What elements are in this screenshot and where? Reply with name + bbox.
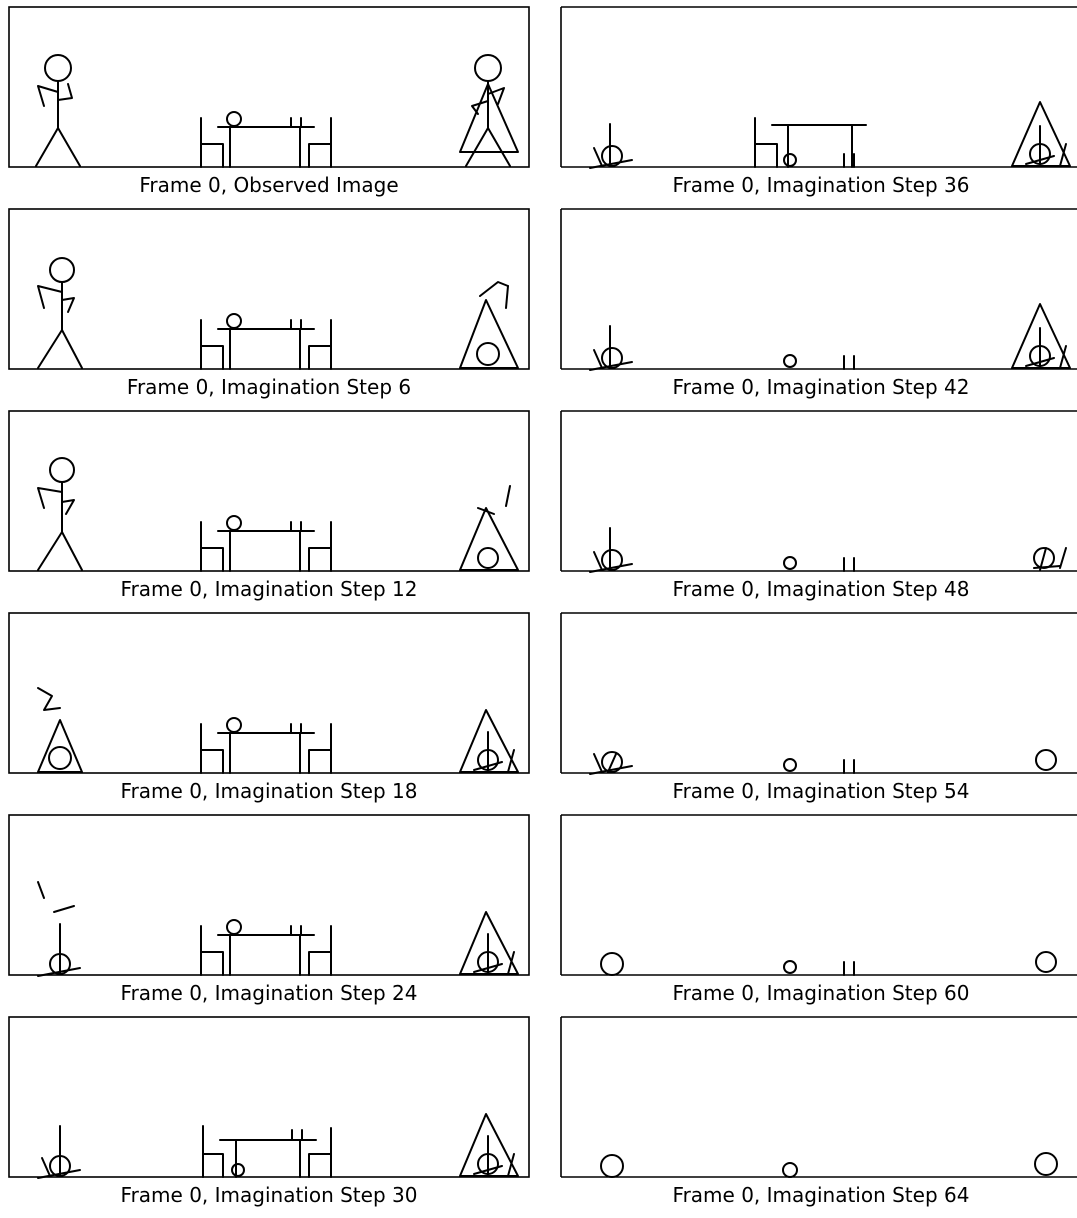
ball-center	[783, 556, 855, 572]
panel-caption: Frame 0, Imagination Step 36	[672, 173, 970, 197]
ball-left	[37, 881, 81, 977]
frame-border	[8, 612, 530, 774]
frame-border	[8, 410, 530, 572]
frame-border	[8, 208, 530, 370]
scene-step-18	[8, 612, 530, 774]
scene-step-12	[8, 410, 530, 572]
ball-left	[589, 325, 633, 371]
person-left	[35, 54, 81, 167]
ball-left	[589, 123, 633, 169]
panel-caption: Frame 0, Imagination Step 42	[672, 375, 970, 399]
scene-step-6	[8, 208, 530, 370]
scene-step-42	[560, 208, 1077, 371]
scene-observed	[8, 6, 530, 168]
scene-step-60	[560, 814, 1077, 976]
table-with-chairs	[200, 717, 332, 774]
ball-center	[783, 960, 855, 976]
panel-step-54: Frame 0, Imagination Step 54	[560, 612, 1077, 806]
panel-caption: Frame 0, Imagination Step 12	[120, 577, 418, 601]
ball-right	[1033, 547, 1067, 571]
panel-step-36: Frame 0, Imagination Step 36	[560, 6, 1077, 200]
panel-step-24: Frame 0, Imagination Step 24	[8, 814, 530, 1008]
scene-step-54	[560, 612, 1077, 775]
panel-caption: Frame 0, Imagination Step 24	[120, 981, 418, 1005]
ball-left	[37, 1125, 81, 1179]
table-with-chairs	[200, 313, 332, 370]
panel-caption: Frame 0, Imagination Step 54	[672, 779, 970, 803]
panel-step-64: Frame 0, Imagination Step 64	[560, 1016, 1077, 1210]
ball-left	[600, 1154, 624, 1178]
table-with-chairs	[202, 1125, 332, 1178]
person-left	[37, 257, 83, 369]
table-remnant	[754, 117, 867, 168]
ball-right	[1034, 1152, 1058, 1176]
ball-right	[1035, 951, 1057, 973]
frame-border	[8, 814, 530, 976]
scene-step-30	[8, 1016, 530, 1179]
panel-step-18: Frame 0, Imagination Step 18	[8, 612, 530, 806]
tent-with-ball	[459, 485, 519, 571]
scene-step-64	[560, 1016, 1077, 1178]
ball-right	[1035, 749, 1057, 771]
ball-center	[782, 1162, 798, 1178]
panel-caption: Frame 0, Imagination Step 30	[120, 1183, 418, 1207]
tent-right	[1011, 303, 1071, 369]
tent-right	[459, 709, 519, 773]
panel-step-42: Frame 0, Imagination Step 42	[560, 208, 1077, 402]
ball-left	[589, 751, 633, 775]
panel-caption: Frame 0, Imagination Step 60	[672, 981, 970, 1005]
table-with-chairs	[200, 919, 332, 976]
ball-left	[589, 527, 633, 573]
table-with-chairs	[200, 111, 332, 168]
scene-step-48	[560, 410, 1077, 573]
tent-right	[1011, 101, 1071, 167]
person-in-tent	[459, 54, 519, 167]
panel-caption: Frame 0, Imagination Step 6	[126, 375, 412, 399]
panel-step-12: Frame 0, Imagination Step 12	[8, 410, 530, 604]
panel-step-6: Frame 0, Imagination Step 6	[8, 208, 530, 402]
tent-right	[459, 911, 519, 975]
frame-border	[8, 6, 530, 168]
panel-caption: Frame 0, Observed Image	[139, 173, 399, 197]
panel-step-30: Frame 0, Imagination Step 30	[8, 1016, 530, 1210]
scene-step-36	[560, 6, 1077, 169]
table-with-chairs	[200, 515, 332, 572]
ball-center	[783, 758, 855, 774]
panel-caption: Frame 0, Imagination Step 64	[672, 1183, 970, 1207]
tent-left	[37, 687, 83, 773]
ball-center	[783, 354, 855, 370]
person-left	[37, 457, 83, 571]
panel-caption: Frame 0, Imagination Step 18	[120, 779, 418, 803]
tent-right	[459, 1113, 519, 1177]
panel-step-60: Frame 0, Imagination Step 60	[560, 814, 1077, 1008]
frame-border	[8, 1016, 530, 1178]
ball-left	[600, 952, 624, 976]
panel-step-48: Frame 0, Imagination Step 48	[560, 410, 1077, 604]
panel-observed: Frame 0, Observed Image	[8, 6, 530, 200]
panel-caption: Frame 0, Imagination Step 48	[672, 577, 970, 601]
tent-with-ball	[459, 281, 519, 369]
scene-step-24	[8, 814, 530, 977]
